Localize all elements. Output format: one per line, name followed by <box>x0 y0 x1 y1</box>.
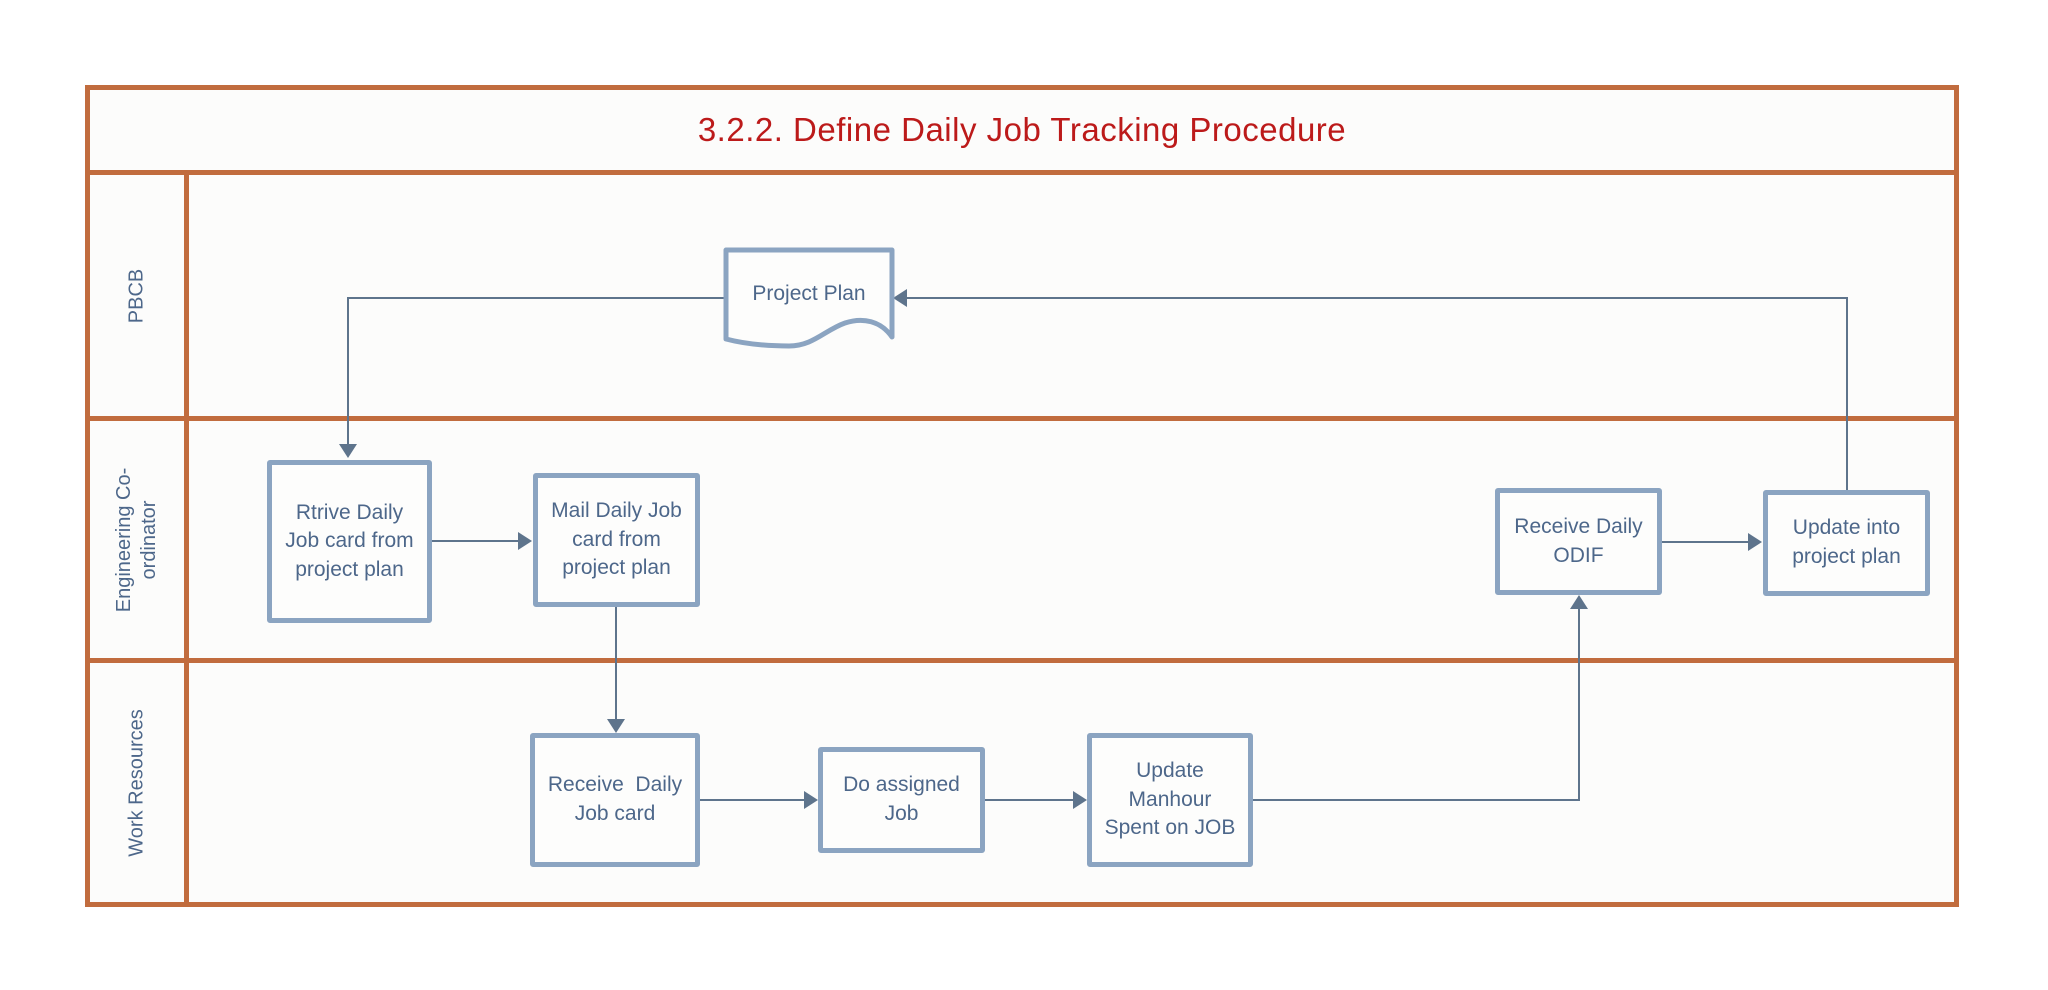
swimlane-content-pbcb <box>189 175 1954 416</box>
connector-retrieve-to-mail <box>432 540 518 542</box>
node-mail-daily-job-card: Mail Daily Job card from project plan <box>533 473 700 607</box>
document-shape-project-plan <box>723 247 895 349</box>
connector-updatemanhour-to-odif-v <box>1578 608 1580 801</box>
diagram-title: 3.2.2. Define Daily Job Tracking Procedu… <box>697 111 1347 148</box>
node-do-assigned-job: Do assigned Job <box>818 747 985 853</box>
arrowhead-into-receivejobcard-icon <box>607 719 625 733</box>
swimlane-label-cell-work-resources: Work Resources <box>90 663 189 902</box>
arrowhead-into-doassigned-icon <box>804 791 818 809</box>
swimlane-label-pbcb: PBCB <box>125 268 148 323</box>
connector-updateinto-to-projectplan-v <box>1846 298 1848 490</box>
arrowhead-into-odif-icon <box>1570 595 1588 609</box>
connector-odif-to-updateinto <box>1662 541 1748 543</box>
connector-projectplan-to-retrieve-h <box>348 297 726 299</box>
connector-updateinto-to-projectplan-h <box>907 297 1848 299</box>
arrowhead-into-projectplan-icon <box>893 289 907 307</box>
connector-updatemanhour-to-odif-h <box>1253 799 1579 801</box>
swimlane-label-engineering: Engineering Co- ordinator <box>113 467 160 612</box>
swimlane-work-resources: Work Resources <box>85 663 1959 907</box>
node-update-into-project-plan: Update into project plan <box>1763 490 1930 596</box>
node-project-plan: Project Plan <box>752 282 866 305</box>
connector-receivejobcard-to-doassigned <box>700 799 804 801</box>
connector-projectplan-to-retrieve-v <box>347 297 349 444</box>
arrowhead-into-updatemanhour-icon <box>1073 791 1087 809</box>
diagram-title-band: 3.2.2. Define Daily Job Tracking Procedu… <box>85 85 1959 175</box>
swimlane-label-work-resources: Work Resources <box>125 708 148 857</box>
node-retrieve-daily-job-card: Rtrive Daily Job card from project plan <box>267 460 432 623</box>
node-receive-daily-job-card: Receive Daily Job card <box>530 733 700 867</box>
connector-doassigned-to-updatemanhour <box>985 799 1073 801</box>
arrowhead-into-retrieve-icon <box>339 444 357 458</box>
arrowhead-into-mail-icon <box>518 532 532 550</box>
swimlane-label-cell-pbcb: PBCB <box>90 175 189 416</box>
node-update-manhour-spent: Update Manhour Spent on JOB <box>1087 733 1253 867</box>
swimlane-content-work-resources <box>189 663 1954 902</box>
swimlane-label-cell-engineering: Engineering Co- ordinator <box>90 421 189 658</box>
connector-mail-to-receivejobcard <box>615 607 617 719</box>
arrowhead-into-updateinto-icon <box>1748 533 1762 551</box>
node-receive-daily-odif: Receive Daily ODIF <box>1495 488 1662 595</box>
